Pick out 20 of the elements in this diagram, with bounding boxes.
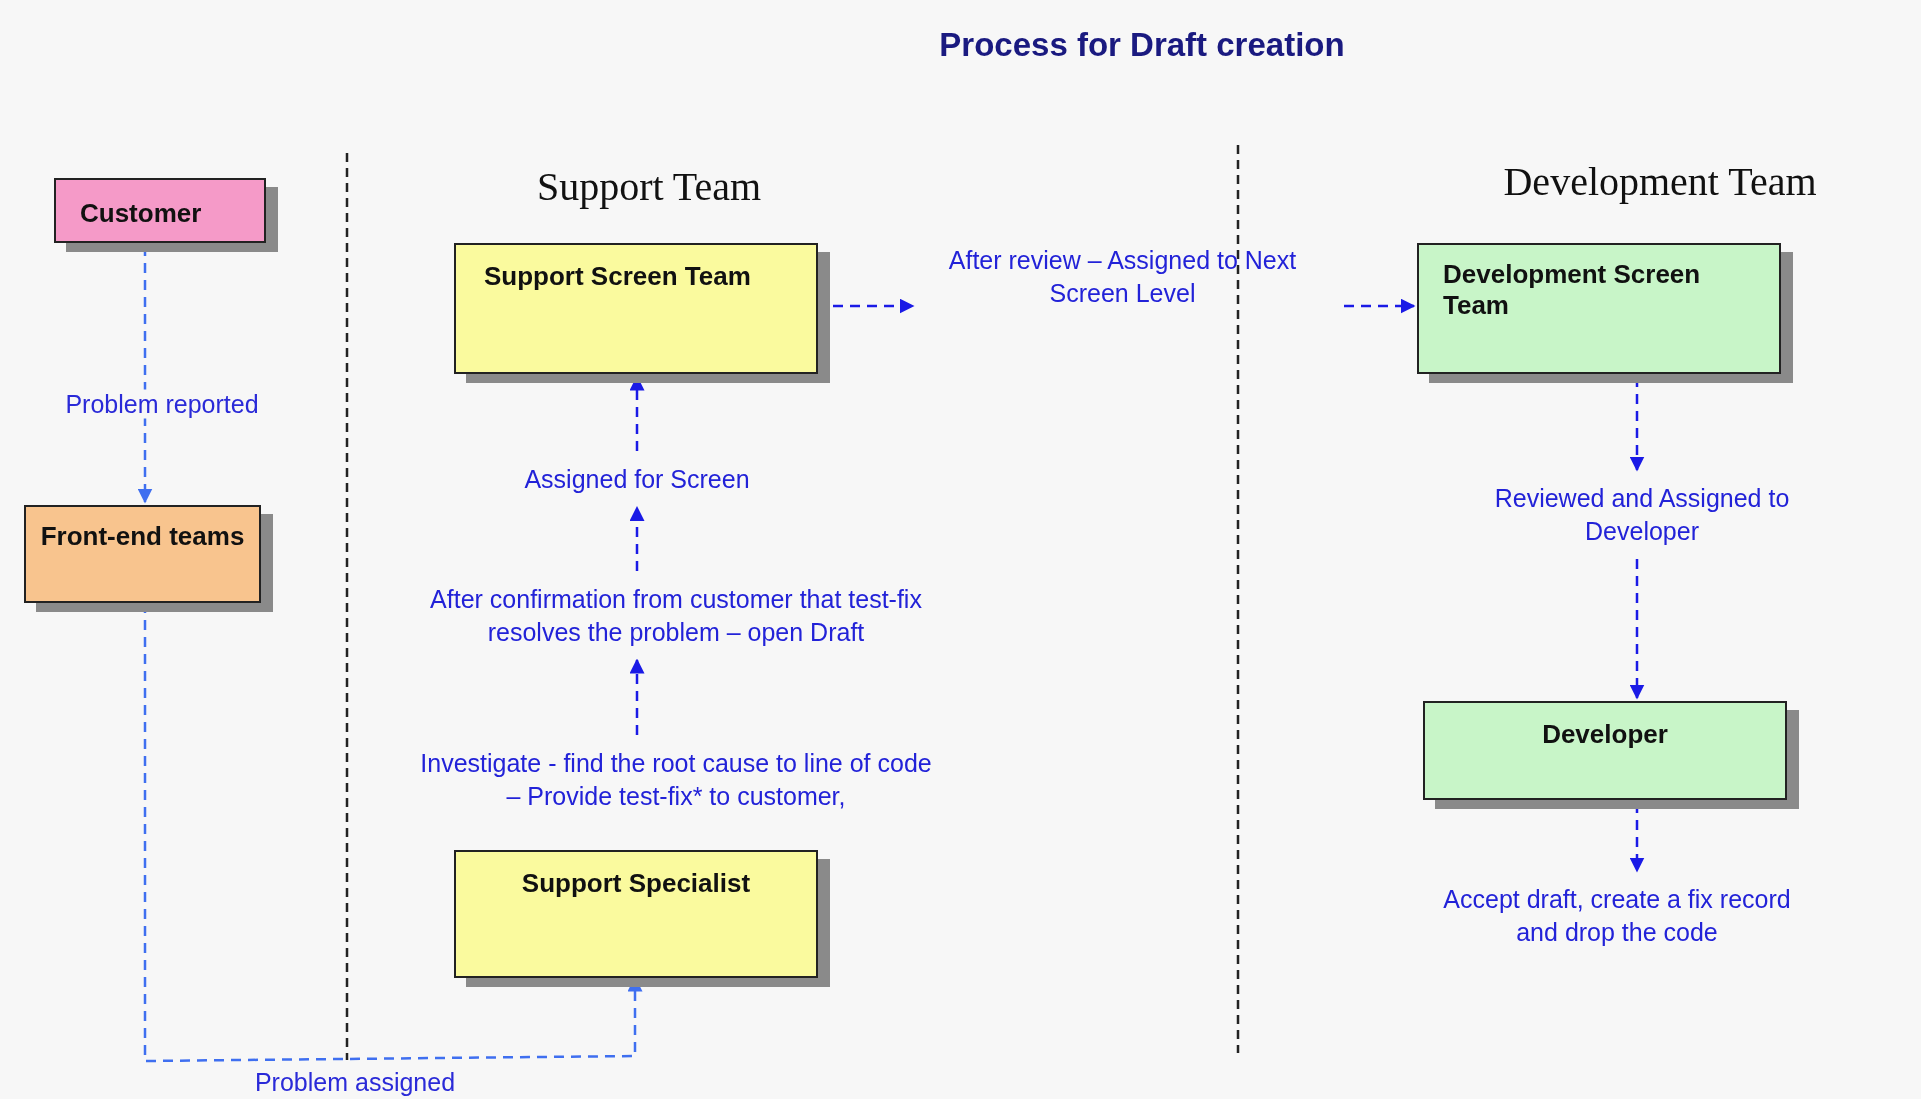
box-label: Customer xyxy=(80,198,203,229)
box-label: Front-end teams xyxy=(39,521,246,552)
column-heading: Development Team xyxy=(1503,157,1817,205)
box-label: Developer xyxy=(1541,719,1669,750)
step-text: Investigate - find the root cause to line of code – Provide test-fix* to customer, xyxy=(416,747,936,812)
step-text: After review – Assigned to Next Screen Level xyxy=(925,244,1320,309)
box-label: Support Screen Team xyxy=(484,261,752,292)
arrow xyxy=(833,298,915,314)
step-text: Assigned for Screen xyxy=(487,463,787,496)
arrow xyxy=(629,658,645,735)
step-text: Reviewed and Assigned to Developer xyxy=(1482,482,1802,547)
diagram-title: Process for Draft creation xyxy=(939,26,1345,64)
box-label: Development Screen Team xyxy=(1443,259,1702,321)
arrow xyxy=(1344,298,1416,314)
column-heading: Support Team xyxy=(536,162,762,210)
step-text: After confirmation from customer that test-fix resolves the problem – open Draft xyxy=(416,583,936,648)
step-text: Accept draft, create a fix record and drop the code xyxy=(1442,883,1792,948)
arrow xyxy=(1629,559,1645,700)
arrow xyxy=(629,506,645,571)
box-label: Support Specialist xyxy=(520,868,752,899)
